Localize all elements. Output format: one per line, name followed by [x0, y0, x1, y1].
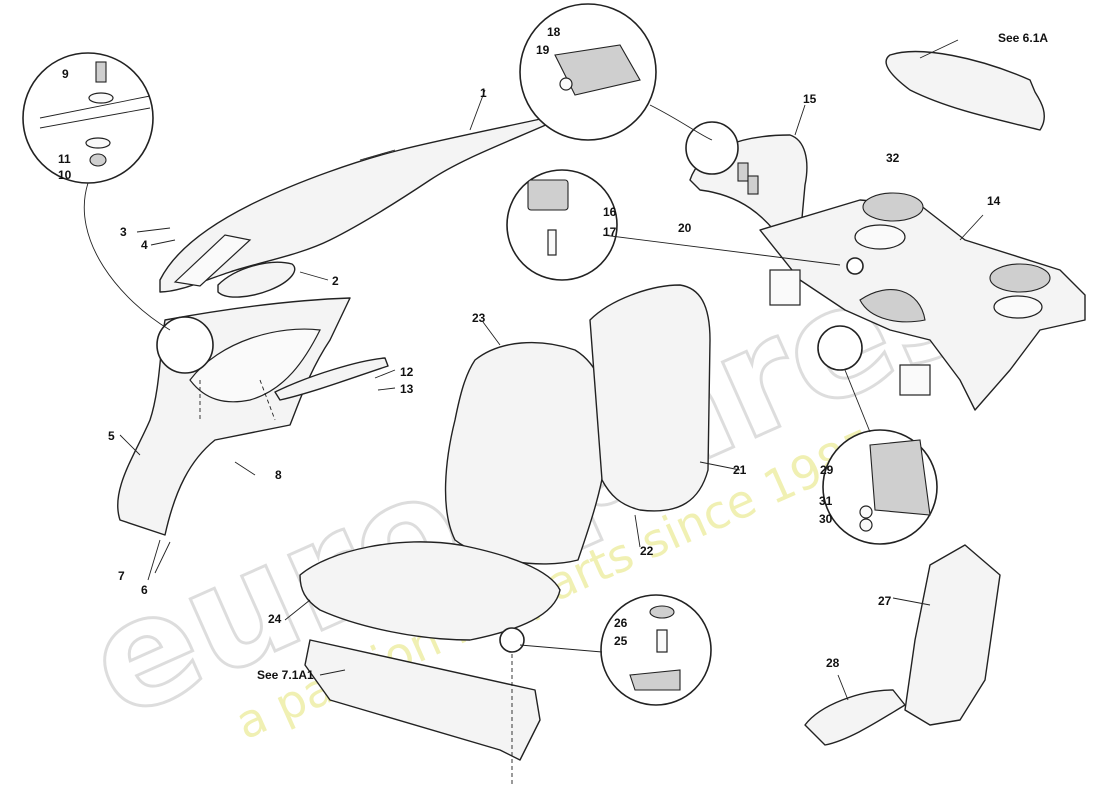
- upper-trim-panel: [159, 117, 549, 293]
- rear-parcel-shelf: [759, 192, 1086, 411]
- callout-8: 8: [275, 468, 282, 482]
- callout-20: 20: [678, 221, 692, 235]
- detail-circle-marker-rail: [846, 257, 864, 275]
- callout-27: 27: [878, 594, 892, 608]
- callout-22: 22: [640, 544, 654, 558]
- seat-back-cushion: [444, 341, 610, 565]
- callout-28: 28: [826, 656, 840, 670]
- detail-buffer-contents: [629, 605, 681, 691]
- callout-7: 7: [118, 569, 125, 583]
- callout-29: 29: [820, 463, 834, 477]
- rear-deck-assembly: [885, 50, 1045, 131]
- speaker-grille: [217, 261, 296, 298]
- callout-2: 2: [332, 274, 339, 288]
- callouts: 1 2 3 4 5 6 7 8 9 10 11 12 13 14 15 16 1…: [58, 25, 1048, 682]
- callout-1: 1: [480, 86, 487, 100]
- callout-11: 11: [58, 152, 71, 166]
- detail-circle-marker-console: [685, 121, 739, 175]
- callout-17: 17: [603, 225, 617, 239]
- armrest: [274, 357, 389, 401]
- detail-circle-buffer-25-26: [600, 594, 712, 706]
- callout-10: 10: [58, 168, 72, 182]
- detail-circle-marker-side: [156, 316, 214, 374]
- reference-see-6-1a: See 6.1A: [998, 31, 1048, 45]
- detail-pad-contents: [859, 439, 931, 532]
- callout-16: 16: [603, 205, 617, 219]
- seat-base-cushion: [299, 541, 561, 641]
- reference-see-7-1a1: See 7.1A1: [257, 668, 314, 682]
- seat-base-pan: [304, 639, 541, 761]
- seat-back-shell: [589, 284, 711, 512]
- detail-circle-marker-shelf: [817, 325, 863, 371]
- callout-4: 4: [141, 238, 148, 252]
- callout-6: 6: [141, 583, 148, 597]
- callout-9: 9: [62, 67, 69, 81]
- callout-5: 5: [108, 429, 115, 443]
- callout-31: 31: [819, 494, 833, 508]
- detail-circle-fastener-9-11: [22, 52, 154, 184]
- callout-3: 3: [120, 225, 127, 239]
- callout-18: 18: [547, 25, 561, 39]
- lower-pillar-cover: [804, 689, 906, 746]
- leader-lines: [83, 39, 984, 701]
- detail-clip-contents: [527, 179, 569, 256]
- callout-15: 15: [803, 92, 817, 106]
- callout-12: 12: [400, 365, 414, 379]
- callout-21: 21: [733, 463, 747, 477]
- callout-25: 25: [614, 634, 628, 648]
- pillar-trim: [904, 544, 1001, 726]
- callout-19: 19: [536, 43, 550, 57]
- callout-24: 24: [268, 612, 282, 626]
- detail-fastener-contents: [39, 61, 151, 167]
- callout-26: 26: [614, 616, 628, 630]
- callout-23: 23: [472, 311, 486, 325]
- callout-13: 13: [400, 382, 414, 396]
- callout-14: 14: [987, 194, 1001, 208]
- callout-32: 32: [886, 151, 900, 165]
- detail-bracket-contents: [554, 44, 641, 96]
- detail-circle-marker-seat: [499, 627, 525, 653]
- callout-30: 30: [819, 512, 833, 526]
